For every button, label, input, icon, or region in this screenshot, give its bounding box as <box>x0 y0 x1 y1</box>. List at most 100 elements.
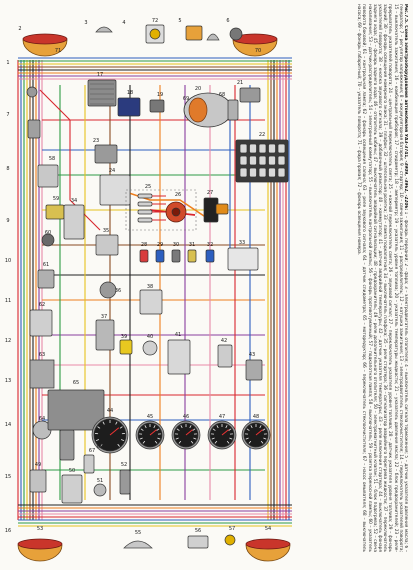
speedometer-tick <box>119 426 123 429</box>
horn-left <box>95 26 113 33</box>
relay-cluster <box>245 359 263 381</box>
component-number-37: 37 <box>101 314 107 320</box>
relay-left-2 <box>37 269 55 289</box>
component-number-62: 62 <box>39 302 45 308</box>
component-number-51: 51 <box>97 478 103 484</box>
fuse <box>239 143 248 154</box>
side-indicator-lamp <box>149 28 161 40</box>
spark-plug <box>137 201 153 207</box>
sensor-top <box>229 27 243 41</box>
oil-pressure-gauge-tick <box>259 425 262 429</box>
component-number-12: 12 <box>5 338 11 344</box>
fuse <box>277 143 286 154</box>
component-number-29: 29 <box>157 242 163 248</box>
oil-pressure-gauge-tick <box>245 437 249 440</box>
component-number-8: 8 <box>6 166 9 172</box>
sensor-left-1 <box>26 86 38 98</box>
horn-right <box>206 33 220 41</box>
fuel-gauge-needle <box>185 429 193 436</box>
sensor-gray <box>171 249 181 263</box>
switch-cluster <box>217 344 233 368</box>
component-number-6: 6 <box>226 18 229 24</box>
fuse <box>249 167 257 178</box>
component-number-26: 26 <box>175 192 181 198</box>
speedometer-needle <box>109 427 120 436</box>
component-number-59: 59 <box>53 196 59 202</box>
ammeter-tick <box>139 437 143 440</box>
component-number-13: 13 <box>5 378 11 384</box>
sensor-lower <box>93 483 107 497</box>
component-number-61: 61 <box>43 262 49 268</box>
fuel-gauge-tick <box>190 440 194 444</box>
component-number-48: 48 <box>253 414 259 420</box>
component-number-34: 34 <box>71 198 77 204</box>
component-number-10: 10 <box>5 258 11 264</box>
component-number-33: 33 <box>239 240 245 246</box>
fuse-lower <box>119 469 131 495</box>
warning-lamp-2 <box>142 340 158 356</box>
component-number-46: 46 <box>183 414 189 420</box>
component-number-45: 45 <box>147 414 153 420</box>
instrument-bezel <box>47 389 105 431</box>
temperature-gauge-tick <box>228 428 232 431</box>
warning-lamp-1 <box>119 339 133 355</box>
oil-pressure-gauge-tick <box>260 440 264 444</box>
component-number-2: 2 <box>18 26 21 32</box>
fuse-small <box>83 454 95 474</box>
fuel-gauge-tick <box>180 425 183 429</box>
component-number-11: 11 <box>5 298 11 304</box>
distributor-cap <box>171 207 181 217</box>
component-number-23: 23 <box>93 138 99 144</box>
switch-lower <box>29 469 47 493</box>
component-number-24: 24 <box>109 168 115 174</box>
battery-terminal <box>94 144 118 164</box>
flasher-unit <box>167 339 191 375</box>
oil-pressure-gauge-needle <box>255 429 263 436</box>
ammeter-tick <box>153 425 156 429</box>
component-number-36: 36 <box>115 288 121 294</box>
ammeter-tick <box>140 428 144 431</box>
starter-relay <box>29 309 53 337</box>
component-number-50: 50 <box>69 468 75 474</box>
spark-plug <box>137 209 153 215</box>
sensor-left-mid <box>63 204 85 240</box>
component-number-25: 25 <box>145 184 151 190</box>
ammeter-tick <box>157 437 161 440</box>
speedometer-tick <box>115 421 118 425</box>
component-number-56: 56 <box>195 528 201 534</box>
oil-pressure-gauge-tick <box>250 425 253 429</box>
component-number-1: 1 <box>6 60 9 66</box>
component-number-17: 17 <box>97 72 103 78</box>
component-number-68: 68 <box>219 92 225 98</box>
tail-lamp-left-lens <box>17 538 63 550</box>
sensor-blue-2 <box>205 249 215 263</box>
component-number-5: 5 <box>178 18 181 24</box>
reverse-lamp <box>224 534 236 546</box>
wiper-motor <box>29 359 55 389</box>
component-number-4: 4 <box>122 20 125 26</box>
fuel-gauge-tick <box>192 428 196 431</box>
component-number-64: 64 <box>39 416 45 422</box>
component-number-58: 58 <box>49 156 55 162</box>
component-number-38: 38 <box>147 284 153 290</box>
component-number-54: 54 <box>265 526 271 532</box>
turn-relay <box>139 289 163 315</box>
temperature-gauge-needle <box>221 429 229 436</box>
component-number-43: 43 <box>249 352 255 358</box>
component-number-27: 27 <box>207 190 213 196</box>
component-number-41: 41 <box>175 332 181 338</box>
component-number-39: 39 <box>121 334 127 340</box>
fuel-sensor <box>187 535 209 549</box>
component-number-44: 44 <box>107 408 113 414</box>
component-number-53: 53 <box>37 526 43 532</box>
component-number-67: 67 <box>89 448 95 454</box>
relay-stack <box>95 319 115 351</box>
figure-caption: Рис.7.5. Схема электрооборудования автом… <box>300 4 408 552</box>
component-number-42: 42 <box>221 338 227 344</box>
component-number-55: 55 <box>135 530 141 536</box>
component-number-52: 52 <box>121 462 127 468</box>
dimmer-switch <box>61 474 83 504</box>
component-number-3: 3 <box>84 20 87 26</box>
